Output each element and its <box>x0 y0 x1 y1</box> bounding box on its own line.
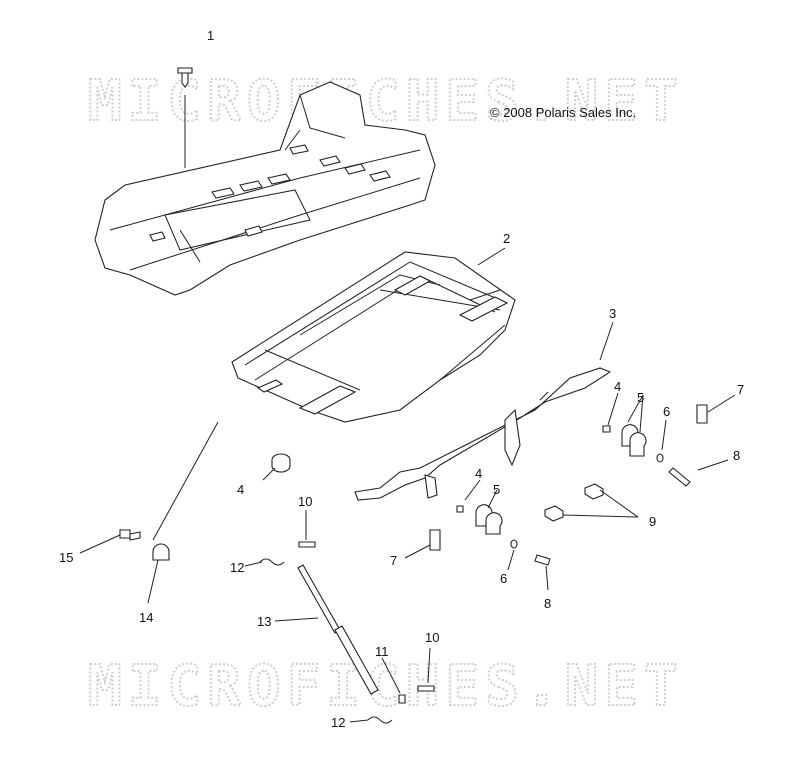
part-11-clip <box>398 694 406 704</box>
callout-7-a: 7 <box>737 382 744 397</box>
part-9-nut-a <box>584 483 604 500</box>
part-9-nut-b <box>544 505 564 522</box>
part-6-washer-b <box>510 539 518 549</box>
watermark-bottom: MICROFICHES.NET <box>88 654 684 719</box>
callout-4-a: 4 <box>237 482 244 497</box>
callout-15: 15 <box>59 550 73 565</box>
callout-8-b: 8 <box>544 596 551 611</box>
callout-4-b: 4 <box>614 379 621 394</box>
callout-5-b: 5 <box>493 482 500 497</box>
part-12-clip-b <box>367 716 393 724</box>
callout-11: 11 <box>375 644 389 659</box>
part-6-washer-a <box>656 453 664 463</box>
part-7-spring-b <box>429 529 441 551</box>
part-13-gas-strut <box>297 564 379 695</box>
part-8-bolt-b <box>534 554 551 566</box>
watermark-top: MICROFICHES.NET <box>88 69 684 134</box>
callout-6-a: 6 <box>663 404 670 419</box>
part-4-nut-a <box>271 453 291 473</box>
callout-12-a: 12 <box>230 560 244 575</box>
part-1-screw <box>177 67 193 168</box>
callout-4-c: 4 <box>475 466 482 481</box>
callout-2: 2 <box>503 231 510 246</box>
copyright-text: © 2008 Polaris Sales Inc. <box>490 105 636 120</box>
leader-lines <box>79 247 736 723</box>
callout-10-b: 10 <box>425 630 439 645</box>
callout-12-b: 12 <box>331 715 345 730</box>
part-10-pin-b <box>417 685 435 692</box>
callout-8-a: 8 <box>733 448 740 463</box>
part-10-pin-a <box>298 541 316 548</box>
part-7-spring-a <box>696 404 708 424</box>
part-3-latch-rod <box>354 367 612 501</box>
callout-7-b: 7 <box>390 553 397 568</box>
part-5-bushing-a <box>621 424 647 457</box>
callout-10-a: 10 <box>298 494 312 509</box>
callout-1: 1 <box>207 28 214 43</box>
part-14-nut <box>152 543 170 561</box>
part-4-nut-c <box>456 505 464 513</box>
callout-13: 13 <box>257 614 271 629</box>
callout-5-a: 5 <box>637 390 644 405</box>
callouts: 1 2 3 4 4 4 5 5 6 6 7 7 8 8 9 10 10 11 1… <box>59 28 744 730</box>
seat-base-tub <box>94 81 436 296</box>
part-2-seat-frame <box>231 251 516 423</box>
part-8-bolt-a <box>668 467 691 487</box>
callout-3: 3 <box>609 306 616 321</box>
part-12-clip-a <box>259 558 285 566</box>
part-4-nut-b <box>602 425 611 433</box>
callout-9: 9 <box>649 514 656 529</box>
callout-14: 14 <box>139 610 153 625</box>
part-5-bushing-b <box>475 504 503 535</box>
part-15-bolt <box>119 529 141 541</box>
callout-6-b: 6 <box>500 571 507 586</box>
